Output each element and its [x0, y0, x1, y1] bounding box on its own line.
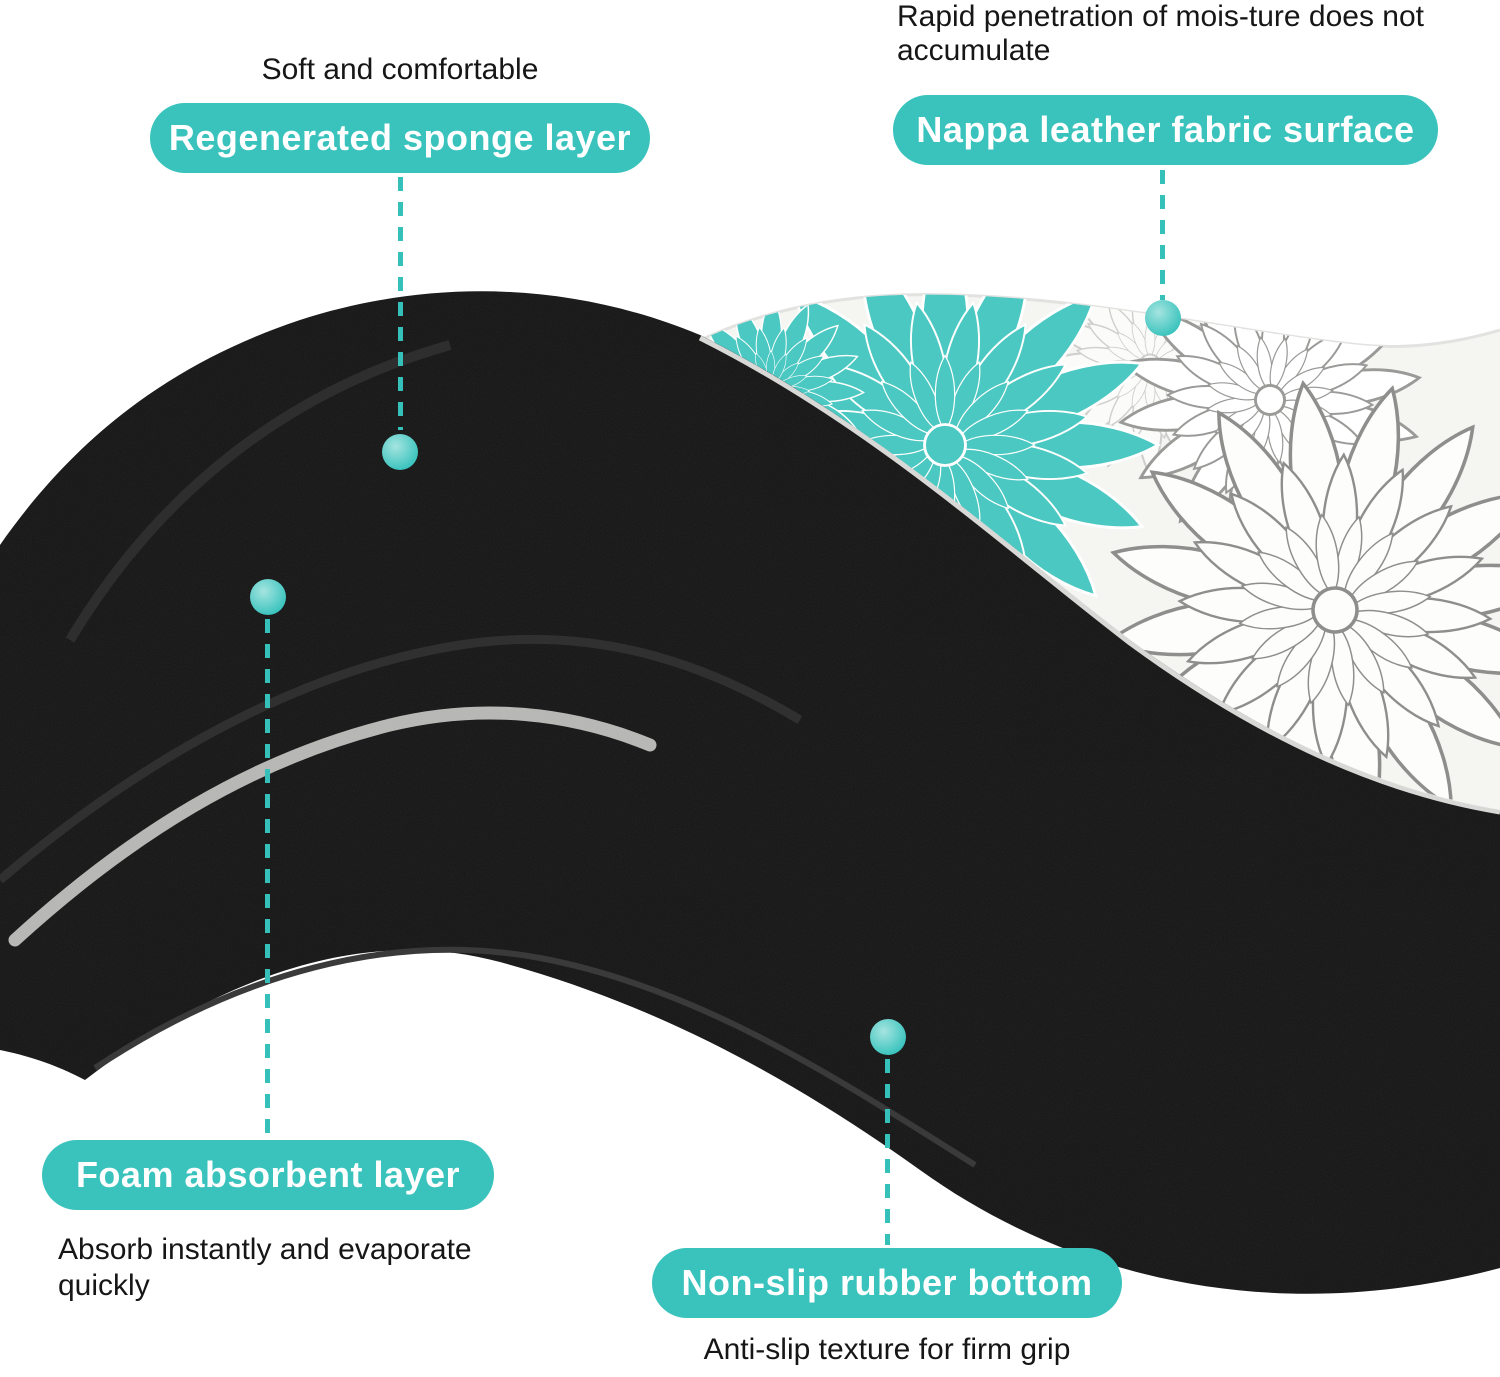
callout-dot-rubber-icon [870, 1019, 906, 1055]
callout-dot-foam-icon [250, 579, 286, 615]
connector-line-sponge [398, 177, 403, 430]
callout-note-rubber: Anti-slip texture for firm grip [703, 1333, 1071, 1366]
callout-dot-surface-icon [1145, 300, 1181, 336]
connector-line-surface [1160, 170, 1165, 300]
surface-underside-seam [698, 335, 1500, 815]
callout-pill-sponge: Regenerated sponge layer [150, 103, 650, 173]
callout-pill-foam: Foam absorbent layer [42, 1140, 494, 1210]
crest-highlight-seam [65, 340, 452, 643]
connector-line-rubber [885, 1059, 890, 1245]
foam-layer-light-edge [8, 706, 657, 947]
callout-pill-surface: Nappa leather fabric surface [893, 95, 1438, 165]
rubber-bottom-seam [93, 946, 977, 1168]
callout-note-foam: Absorb instantly and evaporate quickly [58, 1233, 472, 1302]
callout-dot-sponge-icon [382, 434, 418, 470]
sponge-foam-seam [0, 634, 803, 884]
callout-pill-rubber: Non-slip rubber bottom [652, 1248, 1122, 1318]
callout-note-sponge: Soft and comfortable [261, 53, 539, 86]
callout-note-surface: Rapid penetration of mois-ture does not … [897, 0, 1424, 67]
connector-line-foam [265, 619, 270, 1135]
